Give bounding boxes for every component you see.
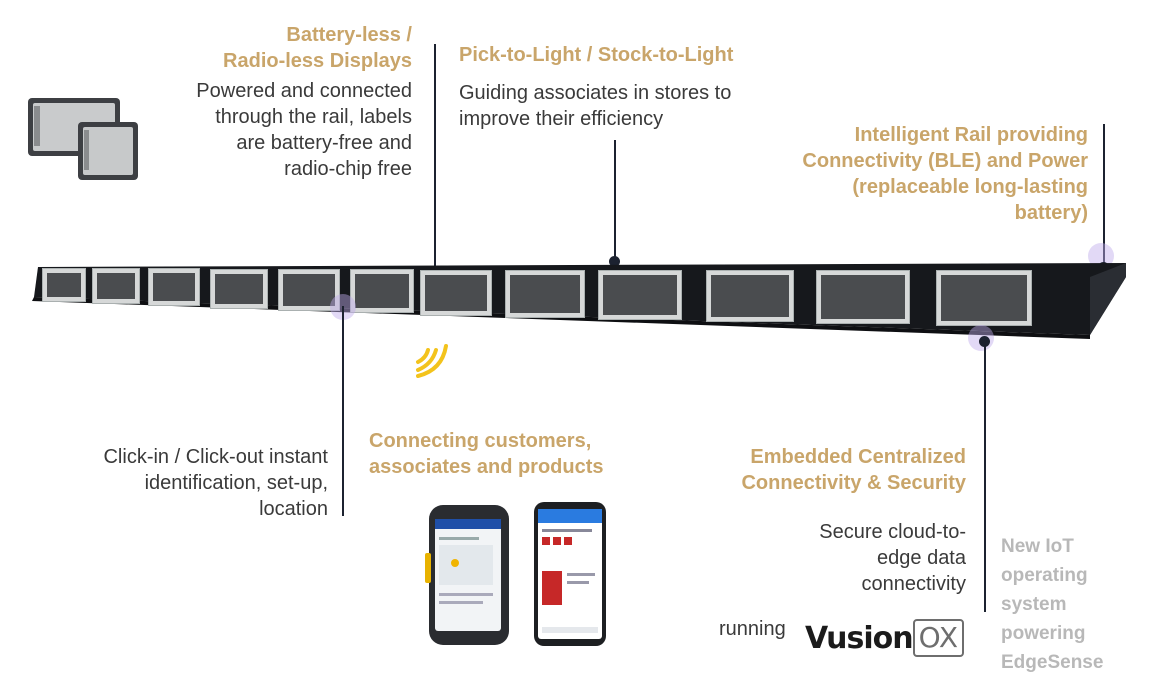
battery-less-leader-line — [434, 44, 436, 276]
embedded-connectivity-title: Embedded Centralized Connectivity & Secu… — [741, 446, 966, 494]
shelf-label — [816, 270, 910, 324]
wireless-signal-icon — [410, 330, 460, 380]
connecting-customers-title: Connecting customers, associates and pro… — [369, 430, 604, 478]
vusion-logo-text: Vusion — [805, 620, 914, 656]
pick-to-light-title: Pick-to-Light / Stock-to-Light — [459, 44, 734, 66]
battery-less-title: Battery-less / Radio-less Displays — [223, 24, 412, 72]
pick-to-light-leader-line — [614, 140, 616, 262]
intelligent-rail-title: Intelligent Rail providing Connectivity … — [802, 124, 1088, 224]
embedded-leader-line — [984, 340, 986, 612]
pick-to-light-leader-dot — [609, 256, 620, 267]
shelf-label — [936, 270, 1032, 326]
shelf-label — [598, 270, 682, 320]
intelligent-rail-leader-line — [1103, 124, 1105, 268]
shelf-label — [148, 268, 200, 306]
new-iot-os-text: New IoT operating system powering EdgeSe… — [1001, 536, 1104, 673]
pick-to-light-description: Guiding associates in stores to improve … — [459, 82, 732, 130]
embedded-connectivity-description: Secure cloud-to- edge data connectivity — [819, 521, 966, 595]
shelf-label — [350, 269, 414, 313]
vusion-ox-logo: Vusion OX — [805, 616, 965, 660]
shelf-label — [706, 270, 794, 322]
battery-less-description: Powered and connected through the rail, … — [196, 80, 412, 180]
smartphone-image — [533, 501, 607, 647]
shelf-label — [92, 268, 140, 304]
click-in-leader-line — [342, 306, 344, 516]
shelf-label — [505, 270, 585, 318]
shelf-label — [420, 270, 492, 316]
ox-logo-text: OX — [912, 619, 965, 657]
running-label: running — [719, 618, 786, 640]
shelf-label — [278, 269, 340, 311]
shelf-label — [42, 268, 86, 302]
shelf-label — [210, 269, 268, 309]
display-devices-image — [26, 96, 142, 184]
handheld-scanner-image — [425, 503, 513, 647]
click-in-description: Click-in / Click-out instant identificat… — [103, 446, 328, 520]
